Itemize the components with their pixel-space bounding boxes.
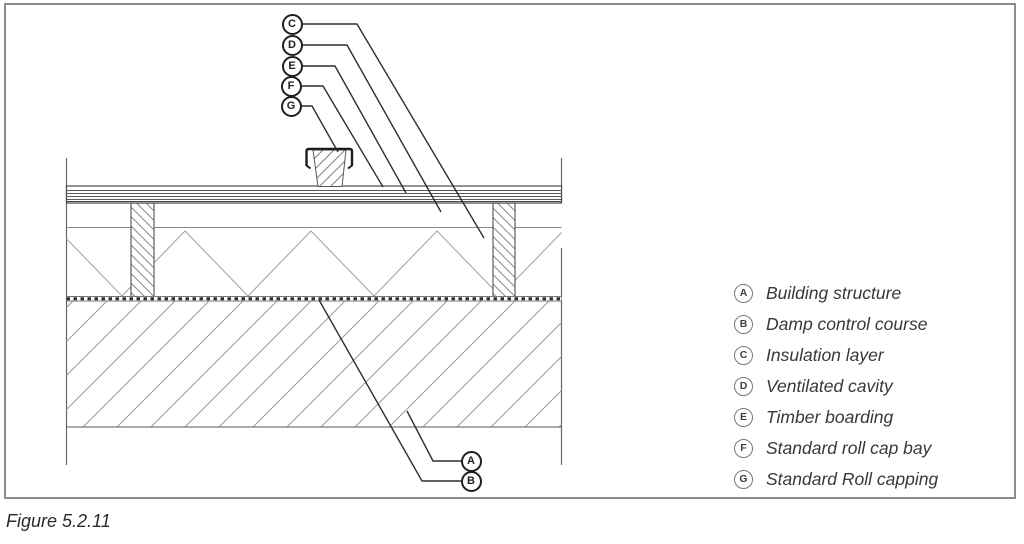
legend-item-standard-roll-cap-bay: F Standard roll cap bay	[734, 433, 938, 464]
legend-item-insulation-layer: C Insulation layer	[734, 340, 938, 371]
legend-item-damp-control-course: B Damp control course	[734, 309, 938, 340]
legend-key-g: G	[734, 470, 753, 489]
callout-bubble-f: F	[280, 75, 302, 97]
legend-label-d: Ventilated cavity	[766, 376, 893, 396]
callout-bubble-a: A	[460, 450, 482, 472]
legend-key-e: E	[734, 408, 753, 427]
legend-item-standard-roll-capping: G Standard Roll capping	[734, 464, 938, 495]
callout-bubble-d: D	[281, 34, 303, 56]
callout-bubble-e: E	[281, 55, 303, 77]
legend-label-e: Timber boarding	[766, 407, 894, 427]
callout-bubble-g: G	[280, 95, 302, 117]
legend-label-c: Insulation layer	[766, 345, 884, 365]
legend-key-f: F	[734, 439, 753, 458]
figure-caption: Figure 5.2.11	[6, 511, 111, 531]
legend-key-a: A	[734, 284, 753, 303]
legend-item-timber-boarding: E Timber boarding	[734, 402, 938, 433]
legend-label-g: Standard Roll capping	[766, 469, 939, 489]
legend-key-b: B	[734, 315, 753, 334]
legend-item-building-structure: A Building structure	[734, 278, 938, 309]
legend-label-a: Building structure	[766, 283, 902, 303]
legend: A Building structure B Damp control cour…	[734, 278, 938, 495]
legend-label-f: Standard roll cap bay	[766, 438, 932, 458]
legend-item-ventilated-cavity: D Ventilated cavity	[734, 371, 938, 402]
legend-key-d: D	[734, 377, 753, 396]
legend-label-b: Damp control course	[766, 314, 928, 334]
callout-bubble-c: C	[281, 13, 303, 35]
legend-key-c: C	[734, 346, 753, 365]
callout-bubble-b: B	[460, 470, 482, 492]
